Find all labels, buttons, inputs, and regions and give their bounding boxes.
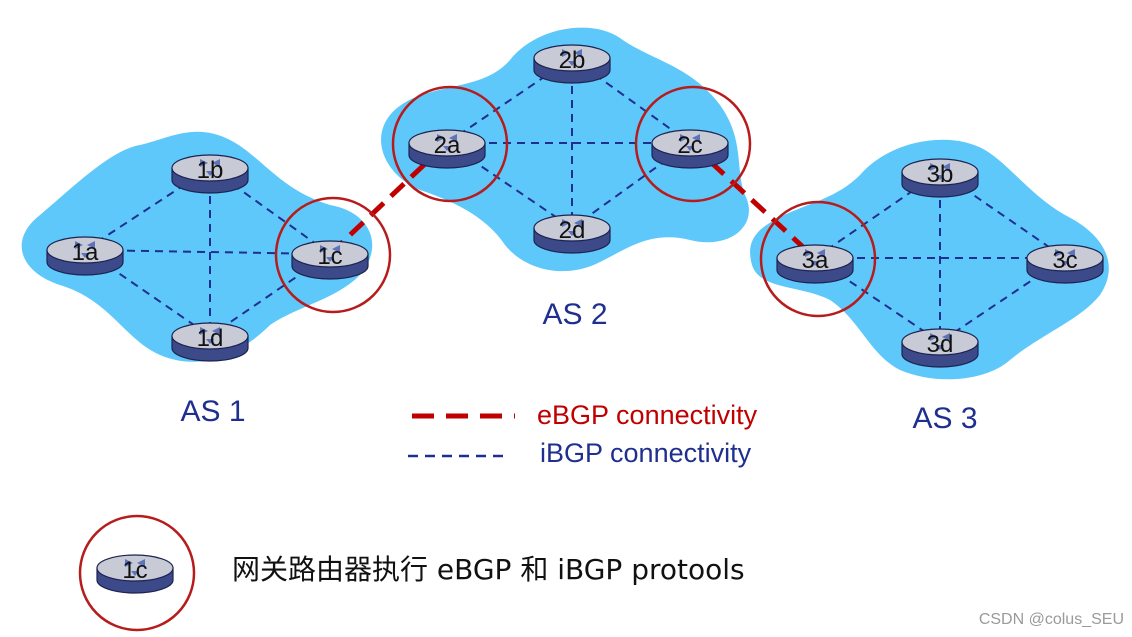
ibgp-link-1b-1c [209, 167, 331, 255]
router-1b: 1b [171, 154, 249, 194]
router-arrows-icon [1055, 249, 1075, 266]
router-2c: 2c [651, 129, 729, 169]
router-label: 1a [72, 239, 99, 266]
router-3c: 3c [1026, 244, 1104, 284]
as3-label: AS 3 [912, 402, 977, 435]
ibgp-link-2a-2b [446, 57, 573, 144]
router-label: 3b [927, 161, 954, 188]
gateway-circle-2a [391, 85, 509, 203]
router-label: 2a [434, 132, 461, 159]
ibgp-link-1c-1d [209, 253, 331, 337]
legend-ebgp-label: eBGP connectivity [537, 400, 758, 430]
legend-ibgp-label: iBGP connectivity [540, 438, 752, 468]
router-2a: 2a [408, 129, 486, 169]
gateway-circle-1c [274, 196, 392, 314]
gateway-note: 网关路由器执行 eBGP 和 iBGP protools [232, 553, 745, 586]
router-3a: 3a [776, 244, 854, 284]
router-1d: 1d [171, 322, 249, 362]
router-label: 1c [317, 243, 342, 270]
as2-label: AS 2 [542, 298, 607, 331]
ibgp-link-2c-2d [571, 142, 691, 229]
routers: 1a 1b 1c 1d 2a 2b 2c 2d 3a 3b 3c 3d [46, 44, 1104, 368]
router-arrows-icon [930, 163, 950, 180]
ibgp-link-3a-3d [814, 257, 941, 343]
as3-cloud [750, 139, 1109, 380]
router-1a: 1a [46, 236, 124, 276]
ibgp-link-1a-1b [84, 167, 211, 251]
gateway-circle-3a [759, 200, 877, 318]
gateway-circle-2c [634, 85, 752, 203]
router-label: 2d [559, 217, 586, 244]
router-label: 1d [197, 325, 224, 352]
ibgp-link-2a-2d [446, 142, 573, 229]
ibgp-link-2b-2c [571, 57, 691, 144]
router-top [776, 244, 854, 272]
router-top [96, 554, 174, 582]
router-arrows-icon [125, 559, 145, 576]
router-top [1026, 244, 1104, 272]
router-top [901, 158, 979, 186]
router-arrows-icon [200, 159, 220, 176]
router-label: 1b [197, 157, 224, 184]
router-top [46, 236, 124, 264]
router-arrows-icon [562, 49, 582, 66]
router-label: 3c [1052, 247, 1077, 274]
gateway-legend-router: 1c [96, 554, 174, 594]
router-arrows-icon [805, 249, 825, 266]
router-label: 2c [677, 132, 702, 159]
router-2b: 2b [533, 44, 611, 84]
router-3b: 3b [901, 158, 979, 198]
router-arrows-icon [680, 134, 700, 151]
router-1c: 1c [291, 240, 369, 280]
as2-cloud [381, 27, 749, 272]
router-3d: 3d [901, 328, 979, 368]
gateway-legend-circle [78, 514, 196, 632]
router-label: 2b [559, 47, 586, 74]
as1-label: AS 1 [180, 395, 245, 428]
router-top [651, 129, 729, 157]
legend: eBGP connectivity iBGP connectivity [408, 400, 758, 468]
gateway-legend: 1c 网关路由器执行 eBGP 和 iBGP protools [78, 514, 745, 632]
router-top [171, 154, 249, 182]
router-top [408, 129, 486, 157]
router-arrows-icon [200, 327, 220, 344]
router-top [533, 214, 611, 242]
router-label: 3d [927, 331, 954, 358]
router-arrows-icon [562, 219, 582, 236]
router-arrows-icon [930, 333, 950, 350]
router-label: 3a [802, 247, 829, 274]
as1-cloud [21, 131, 373, 362]
router-arrows-icon [437, 134, 457, 151]
router-top [291, 240, 369, 268]
router-top [171, 322, 249, 350]
router-top [533, 44, 611, 72]
ibgp-link-3b-3c [939, 171, 1066, 259]
gateway-legend-router-icon: 1c [96, 554, 174, 594]
watermark: CSDN @colus_SEU [979, 611, 1124, 628]
ibgp-links [84, 57, 1066, 343]
gateway-markers [274, 85, 877, 318]
ibgp-link-1a-1d [84, 249, 211, 337]
router-2d: 2d [533, 214, 611, 254]
router-arrows-icon [75, 241, 95, 258]
router-top [901, 328, 979, 356]
router-label: 1c [122, 557, 147, 584]
router-arrows-icon [320, 245, 340, 262]
ibgp-link-3c-3d [939, 257, 1066, 343]
